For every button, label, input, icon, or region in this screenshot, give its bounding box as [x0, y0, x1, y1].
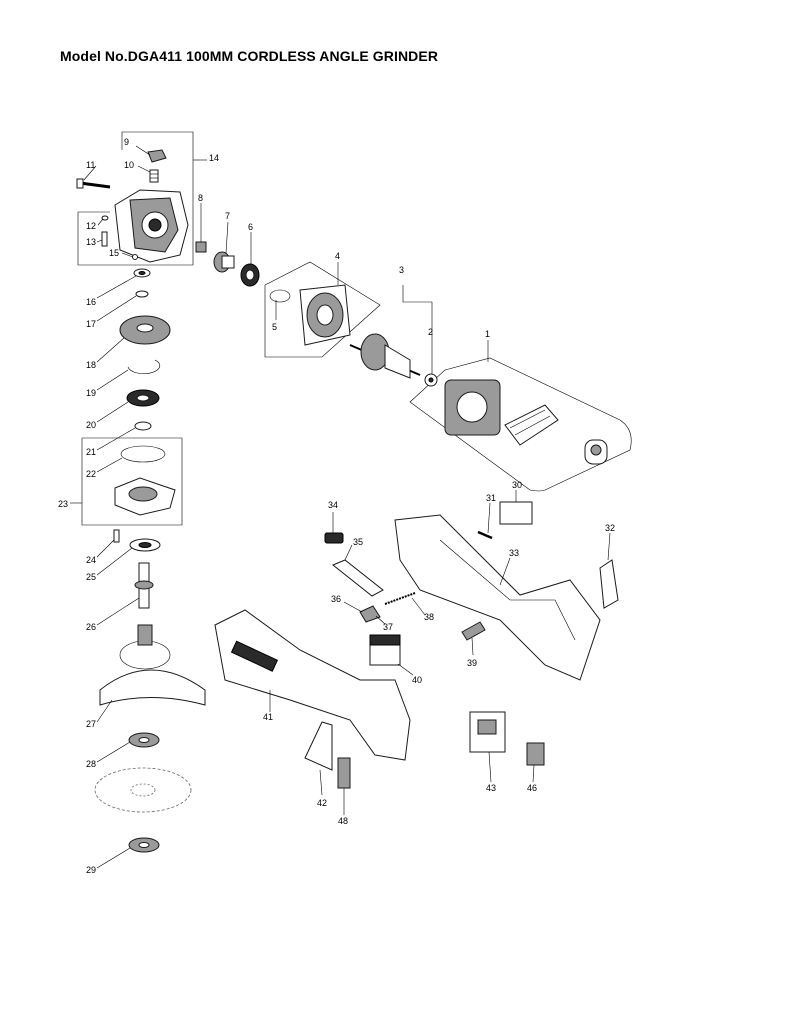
label-14: 14	[209, 153, 219, 163]
label-23: 23	[58, 499, 68, 509]
part-43-terminal	[469, 711, 506, 753]
part-5-o-ring	[269, 289, 291, 303]
label-15: 15	[109, 248, 119, 258]
part-3-rotor	[349, 333, 421, 379]
leader-lines	[83, 145, 611, 869]
label-42: 42	[317, 798, 327, 808]
label-19: 19	[86, 388, 96, 398]
label-29: 29	[86, 865, 96, 875]
diagram-title: Model No.DGA411 100MM CORDLESS ANGLE GRI…	[60, 48, 439, 64]
group-bracket-14	[77, 131, 194, 266]
label-48: 48	[338, 816, 348, 826]
part-9-knob	[147, 149, 167, 163]
part-7-pinion-gear	[213, 251, 235, 273]
part-46-label	[526, 742, 545, 766]
part-26-spindle	[134, 562, 154, 609]
label-30: 30	[512, 480, 522, 490]
label-7: 7	[225, 211, 230, 221]
part-14-gear-housing	[114, 189, 189, 263]
label-8: 8	[198, 193, 203, 203]
group-bracket-23	[81, 437, 183, 526]
part-28-inner-flange	[128, 732, 160, 748]
part-25-labyrinth-ring	[129, 538, 161, 552]
group-bracket-4	[264, 261, 381, 358]
label-13: 13	[86, 237, 96, 247]
part-32-bracket	[599, 559, 619, 609]
part-18-spiral-bevel-gear	[119, 315, 171, 345]
part-35-switch-lever	[332, 559, 384, 597]
part-15-washer	[132, 254, 138, 260]
part-19-retaining-ring	[127, 359, 161, 375]
part-40-controller	[369, 634, 401, 666]
part-21-washer	[134, 421, 152, 431]
part-8-nut	[195, 241, 207, 253]
part-31-screw	[477, 530, 493, 540]
label-33: 33	[509, 548, 519, 558]
part-38-spring	[384, 592, 416, 605]
label-10: 10	[124, 160, 134, 170]
label-5: 5	[272, 322, 277, 332]
label-41: 41	[263, 712, 273, 722]
part-27-wheel-guard	[99, 624, 206, 706]
label-25: 25	[86, 572, 96, 582]
part-24-screw	[113, 529, 120, 543]
label-12: 12	[86, 221, 96, 231]
label-11: 11	[86, 160, 95, 170]
label-37: 37	[383, 622, 393, 632]
part-10-spring	[149, 169, 159, 183]
part-48-label	[337, 757, 351, 789]
part-17-ring	[135, 290, 149, 298]
label-22: 22	[86, 469, 96, 479]
label-27: 27	[86, 719, 96, 729]
part-42-hook	[304, 721, 333, 771]
label-31: 31	[486, 493, 496, 503]
part-4-motor-housing	[299, 284, 351, 346]
part-20-bearing	[126, 389, 160, 407]
label-2: 2	[428, 327, 433, 337]
label-43: 43	[486, 783, 496, 793]
part-1-stator	[444, 379, 608, 465]
part-11-screw	[76, 178, 111, 189]
part-36-lock-lever	[359, 605, 381, 623]
label-40: 40	[412, 675, 422, 685]
part-30-label	[499, 501, 533, 525]
part-39-switch	[461, 621, 486, 641]
label-35: 35	[353, 537, 363, 547]
part-23-bearing-box	[114, 477, 176, 516]
group-bracket-1	[409, 357, 632, 492]
label-4: 4	[335, 251, 340, 261]
part-22-o-ring	[120, 445, 166, 463]
part-16-nut	[133, 268, 151, 278]
label-1: 1	[485, 329, 490, 339]
grinding-wheel-dashed	[94, 767, 192, 813]
label-3: 3	[399, 265, 404, 275]
part-41-housing-left	[214, 609, 411, 761]
label-36: 36	[331, 594, 341, 604]
part-13-pin	[101, 231, 108, 247]
part-29-lock-nut	[128, 837, 160, 853]
label-28: 28	[86, 759, 96, 769]
part-2-washer	[424, 373, 438, 387]
part-34-switch-button	[324, 532, 344, 544]
label-9: 9	[124, 137, 129, 147]
group-bracket-2-3	[402, 285, 433, 375]
label-32: 32	[605, 523, 615, 533]
part-6-bearing	[240, 263, 260, 287]
label-26: 26	[86, 622, 96, 632]
label-20: 20	[86, 420, 96, 430]
label-34: 34	[328, 500, 338, 510]
label-24: 24	[86, 555, 96, 565]
part-number-labels: 9 10 11 14 12 13 15 8 7 6 5 4 3 2 1 16 1…	[58, 137, 615, 875]
part-33-housing-set	[394, 514, 601, 681]
part-12-ring	[101, 215, 109, 221]
label-16: 16	[86, 297, 96, 307]
label-6: 6	[248, 222, 253, 232]
label-46: 46	[527, 783, 537, 793]
label-39: 39	[467, 658, 477, 668]
label-21: 21	[86, 447, 96, 457]
label-17: 17	[86, 319, 96, 329]
label-38: 38	[424, 612, 434, 622]
label-18: 18	[86, 360, 96, 370]
